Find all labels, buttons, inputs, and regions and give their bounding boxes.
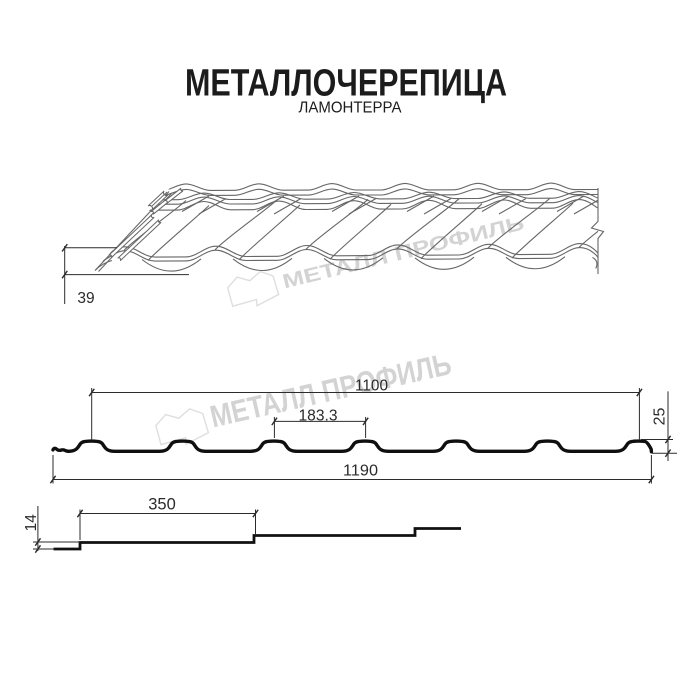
svg-text:39: 39 bbox=[77, 290, 94, 307]
svg-text:14: 14 bbox=[23, 514, 40, 532]
svg-text:25: 25 bbox=[652, 408, 669, 426]
svg-text:183.3: 183.3 bbox=[299, 408, 338, 425]
svg-text:1190: 1190 bbox=[343, 463, 378, 480]
svg-text:ЛАМОНТЕРРА: ЛАМОНТЕРРА bbox=[299, 100, 402, 117]
svg-text:350: 350 bbox=[148, 496, 176, 514]
svg-text:МЕТАЛЛОЧЕРЕПИЦА: МЕТАЛЛОЧЕРЕПИЦА bbox=[185, 63, 507, 105]
svg-text:1100: 1100 bbox=[355, 378, 388, 395]
